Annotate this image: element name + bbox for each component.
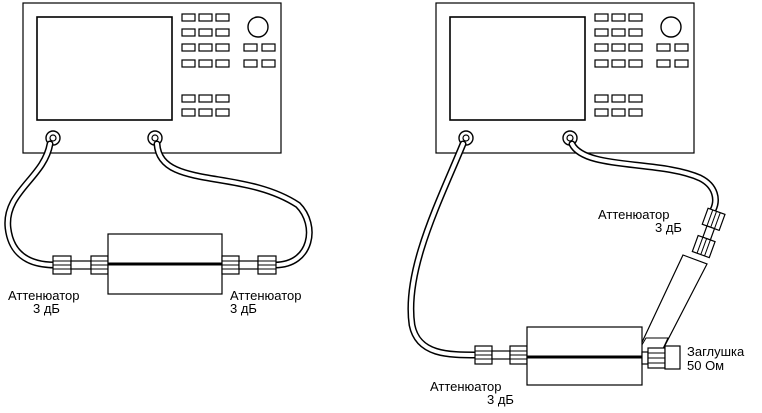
analyzer-key — [181, 94, 196, 103]
analyzer-key — [611, 108, 626, 117]
right-adapter-probe — [635, 254, 708, 356]
analyzer-key — [198, 13, 213, 22]
right-device-under-test — [526, 326, 643, 386]
analyzer-key — [215, 43, 230, 52]
analyzer-key — [628, 94, 643, 103]
analyzer-key — [181, 59, 196, 68]
analyzer-key — [198, 94, 213, 103]
left-cable-1 — [4, 140, 59, 269]
left-atten-1-label: Аттенюатор — [8, 288, 80, 303]
analyzer-key — [674, 43, 689, 52]
analyzer-key — [674, 59, 689, 68]
right-termination-load-icon — [641, 345, 681, 370]
analyzer-key — [181, 108, 196, 117]
analyzer-key — [261, 43, 276, 52]
analyzer-key — [198, 108, 213, 117]
analyzer-key — [628, 43, 643, 52]
analyzer-key — [198, 43, 213, 52]
right-attenuator-bottom-icon — [474, 345, 528, 365]
analyzer-key — [594, 59, 609, 68]
right-cable-1 — [407, 140, 482, 359]
analyzer-key — [215, 59, 230, 68]
analyzer-key — [261, 59, 276, 68]
analyzer-key — [628, 108, 643, 117]
left-atten-1-value: 3 дБ — [33, 301, 60, 316]
analyzer-key — [611, 59, 626, 68]
right-analyzer-keypad — [594, 13, 689, 117]
analyzer-key — [611, 43, 626, 52]
analyzer-key — [628, 13, 643, 22]
right-atten-bottom-value: 3 дБ — [487, 392, 514, 407]
right-cable-2 — [568, 140, 719, 214]
left-device-under-test — [107, 233, 223, 295]
load-value: 50 Ом — [687, 358, 724, 373]
analyzer-key — [215, 94, 230, 103]
right-atten-bottom-label: Аттенюатор — [430, 379, 502, 394]
right-analyzer-screen — [449, 16, 586, 121]
analyzer-key — [181, 13, 196, 22]
left-analyzer-keypad — [181, 13, 276, 117]
left-network-analyzer — [22, 2, 282, 154]
analyzer-key — [215, 108, 230, 117]
left-cable-2 — [153, 140, 313, 269]
left-attenuator-2-icon — [221, 255, 277, 275]
analyzer-key — [243, 59, 258, 68]
analyzer-key — [594, 28, 609, 37]
left-analyzer-knob — [247, 16, 269, 38]
analyzer-key — [181, 43, 196, 52]
left-atten-2-value: 3 дБ — [230, 301, 257, 316]
analyzer-key — [628, 28, 643, 37]
analyzer-key — [198, 59, 213, 68]
right-attenuator-top-icon — [691, 207, 726, 259]
analyzer-key — [594, 108, 609, 117]
right-atten-top-value: 3 дБ — [655, 220, 682, 235]
analyzer-key — [611, 94, 626, 103]
analyzer-key — [181, 28, 196, 37]
analyzer-key — [611, 13, 626, 22]
left-setup: Аттенюатор 3 дБ Аттенюатор 3 дБ — [4, 2, 313, 316]
analyzer-key — [611, 28, 626, 37]
analyzer-key — [215, 28, 230, 37]
left-attenuator-1-icon — [52, 255, 109, 275]
right-network-analyzer — [435, 2, 695, 154]
analyzer-key — [628, 59, 643, 68]
left-analyzer-screen — [36, 16, 173, 121]
analyzer-key — [594, 13, 609, 22]
analyzer-key — [594, 94, 609, 103]
analyzer-key — [215, 13, 230, 22]
right-atten-top-label: Аттенюатор — [598, 207, 670, 222]
analyzer-key — [198, 28, 213, 37]
analyzer-key — [656, 59, 671, 68]
analyzer-key — [594, 43, 609, 52]
right-setup: Аттенюатор 3 дБ Аттенюатор 3 дБ Заглушка… — [407, 2, 745, 407]
right-analyzer-knob — [660, 16, 682, 38]
analyzer-key — [243, 43, 258, 52]
load-label: Заглушка — [687, 344, 745, 359]
left-atten-2-label: Аттенюатор — [230, 288, 302, 303]
analyzer-key — [656, 43, 671, 52]
